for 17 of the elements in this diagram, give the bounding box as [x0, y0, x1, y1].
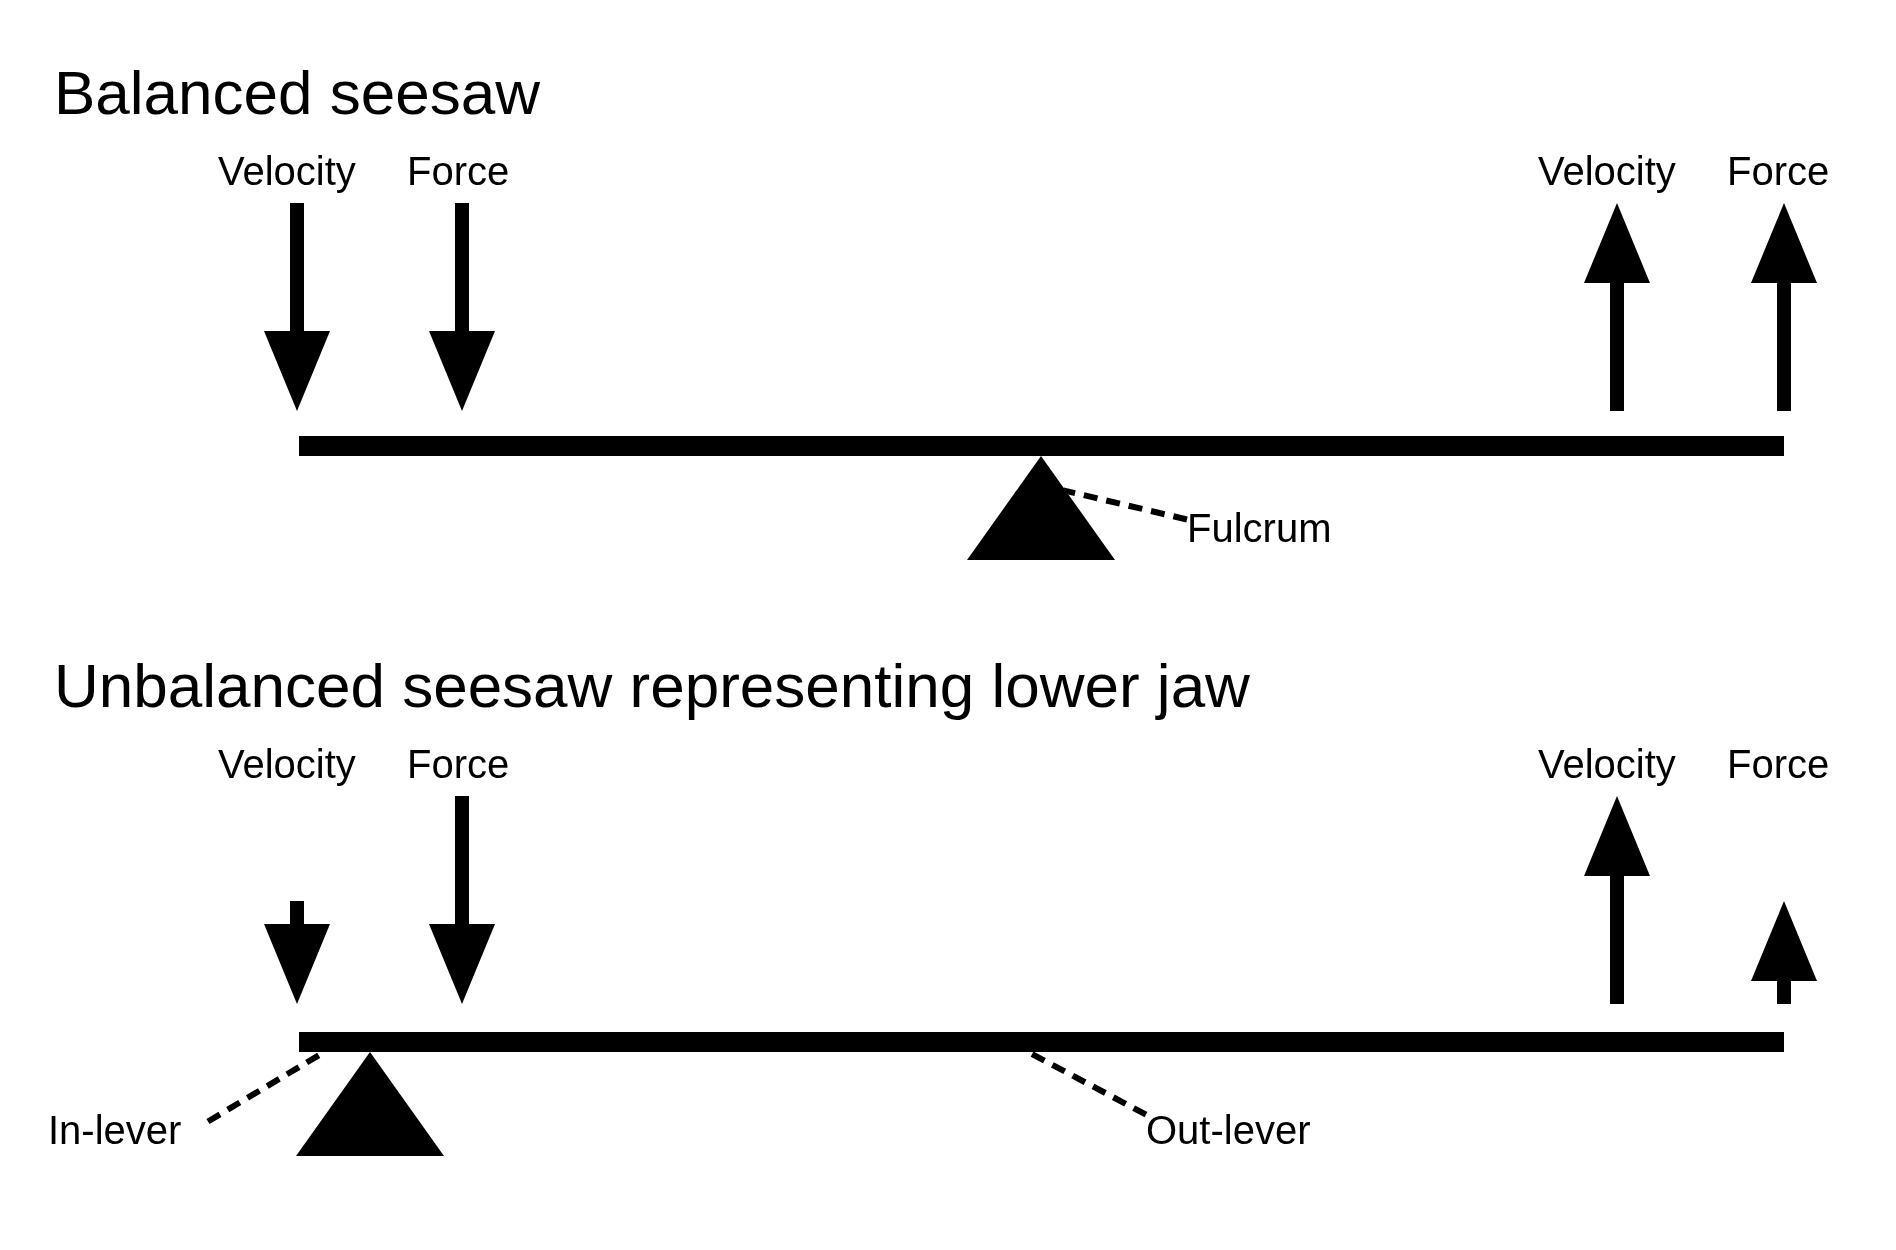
- arrow-label: Force: [407, 151, 510, 191]
- arrow-label: Velocity: [218, 151, 356, 191]
- callout-label: Fulcrum: [1187, 508, 1367, 554]
- arrow-label: Velocity: [1538, 151, 1676, 191]
- beam-bar: [299, 436, 1784, 456]
- leader-line: [1062, 487, 1188, 523]
- arrow-label: Force: [407, 744, 510, 784]
- section-heading: Balanced seesaw: [54, 62, 540, 124]
- arrow-label: Velocity: [1538, 744, 1676, 784]
- arrow-label: Force: [1727, 151, 1830, 191]
- callout-label: In-lever: [48, 1110, 208, 1156]
- fulcrum-triangle: [296, 1052, 444, 1156]
- arrow-label: Force: [1727, 744, 1830, 784]
- callout-label: Out-lever: [1146, 1110, 1346, 1156]
- arrow-label: Velocity: [218, 744, 356, 784]
- fulcrum-triangle: [967, 456, 1115, 560]
- beam-bar: [299, 1032, 1784, 1052]
